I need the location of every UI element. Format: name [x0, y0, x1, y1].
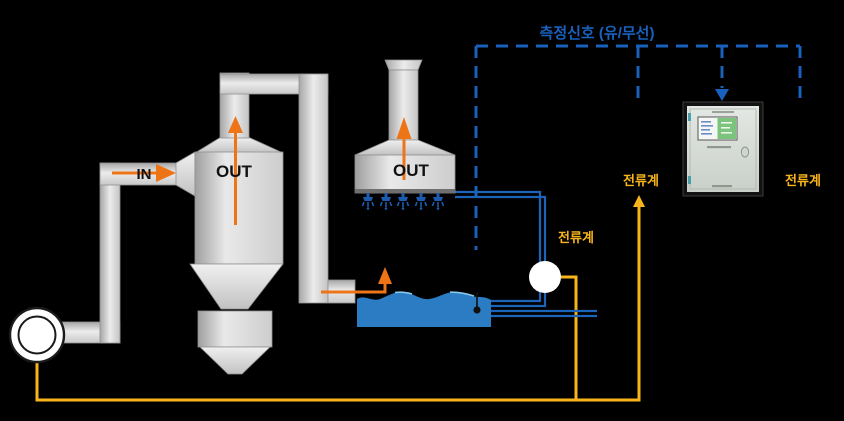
fan-current-line [35, 206, 641, 402]
spray-nozzle-icon [396, 193, 410, 210]
cyclone-dust-collector [57, 72, 356, 375]
spray-nozzle-icon [431, 193, 445, 210]
panel-door-knob [740, 146, 750, 158]
current-arrowhead-up-icon [633, 195, 645, 207]
control-panel [682, 101, 764, 197]
panel-top-label-bar [712, 111, 734, 113]
scrubber-out-arrowhead-icon [396, 117, 412, 139]
cyclone-out-label: OUT [216, 162, 253, 181]
cyclone-cone [189, 263, 284, 310]
panel-model-label-bar [707, 146, 731, 149]
fan-ammeter-label: 전류계 [623, 173, 659, 188]
tank-sensor-dot [473, 306, 481, 314]
spray-nozzle-icon [379, 193, 393, 210]
right-ammeter-label: 전류계 [785, 173, 821, 188]
tank-flow-shaft [321, 284, 387, 294]
inlet-label: IN [137, 166, 152, 183]
spray-nozzle-row [361, 193, 445, 210]
signal-arrowhead-panel-icon [715, 89, 729, 101]
measurement-signal-bus [474, 44, 802, 250]
circulation-pump [529, 261, 561, 293]
dust-hopper-cone [199, 346, 271, 375]
pump-ammeter-label: 전류계 [558, 230, 594, 245]
fan-blower [8, 306, 66, 364]
scrubber-out-label: OUT [393, 161, 430, 180]
water-tank [357, 291, 491, 327]
cyclone-body [194, 151, 284, 265]
inlet-flow-arrowhead-icon [156, 164, 176, 182]
scrubber-stack-flare [384, 59, 423, 71]
fan-inner-ring [17, 315, 57, 355]
panel-door-inner-line [689, 108, 757, 190]
panel-hinge-top [688, 113, 691, 121]
signal-title: 측정신호 (유/무선) [540, 24, 655, 42]
spray-nozzle-icon [414, 193, 428, 210]
downcomer-duct [298, 73, 329, 304]
cyclone-roof [193, 136, 284, 154]
pump-discharge-pipe-a [455, 190, 542, 270]
panel-hinge-bottom [688, 176, 691, 184]
cyclone-out-arrowhead-icon [228, 116, 243, 133]
tank-flow-arrowhead-icon [378, 267, 392, 284]
pump-current-line [561, 275, 578, 400]
scrubber-body-bottom-strip [355, 189, 455, 193]
tank-water [357, 291, 491, 327]
panel-screen-green-text-lines [721, 122, 732, 134]
dust-hopper [197, 310, 273, 348]
inlet-transition [175, 151, 196, 197]
riser-duct [99, 162, 121, 344]
pump-discharge-pipe-b [455, 195, 547, 270]
panel-screen-text-lines [701, 121, 713, 135]
spray-nozzle-icon [361, 193, 375, 210]
current-circuit [35, 206, 641, 402]
panel-bottom-label-bar [712, 185, 732, 188]
tank-wave-highlight [394, 291, 475, 297]
flow-arrows [112, 116, 412, 294]
